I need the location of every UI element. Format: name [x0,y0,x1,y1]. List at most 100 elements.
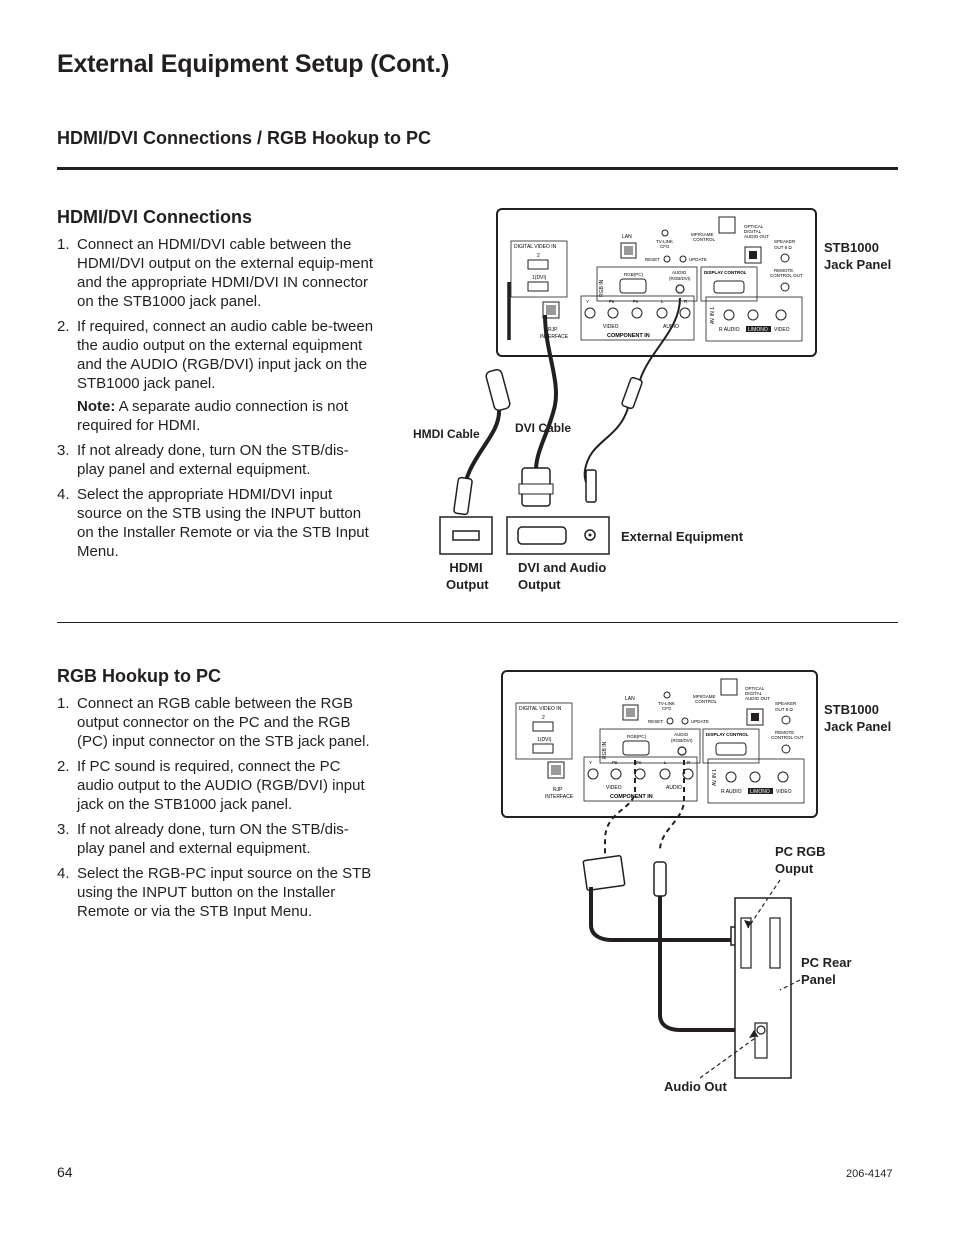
svg-text:RJP: RJP [548,327,558,333]
svg-text:VIDEO: VIDEO [776,789,792,795]
svg-text:R: R [684,299,688,304]
svg-text:Pʀ: Pʀ [636,760,642,765]
svg-text:1(DVI): 1(DVI) [537,737,552,743]
hdmi-step-2: 2.If required, connect an audio cable be… [57,318,374,434]
svg-text:R AUDIO: R AUDIO [721,789,742,795]
pc-rgb-output-label: PC RGB Ouput [775,844,826,876]
svg-text:RJP: RJP [553,787,563,793]
hdmi-step-3: 3.If not already done, turn ON the STB/d… [57,442,349,478]
svg-text:AUDIO OUT: AUDIO OUT [744,234,769,239]
stb-label-top: STB1000 Jack Panel [824,240,892,272]
svg-text:SPEAKER: SPEAKER [774,239,796,244]
svg-text:RGB(PC): RGB(PC) [624,272,644,277]
svg-text:Pʀ: Pʀ [633,299,639,304]
svg-text:2: 2 [537,253,540,259]
stb-jack-panel-bottom: DIGITAL VIDEO IN 2 1(DVI) RJP INTERFACE … [501,670,818,818]
doc-number: 206-4147 [846,1168,893,1180]
svg-text:DISPLAY CONTROL: DISPLAY CONTROL [704,270,747,275]
svg-text:Y: Y [589,760,592,765]
svg-text:OUT 8 Ω: OUT 8 Ω [774,245,792,250]
svg-text:AUDIO OUT: AUDIO OUT [745,696,770,701]
dvi-cable-label: DVI Cable [515,421,572,435]
svg-text:R: R [687,760,691,765]
svg-text:CONTROL: CONTROL [695,699,717,704]
svg-text:DIGITAL VIDEO IN: DIGITAL VIDEO IN [514,244,557,250]
svg-text:L/MONO: L/MONO [748,327,768,333]
svg-text:RGB(PC): RGB(PC) [627,734,647,739]
svg-text:DIGITAL: DIGITAL [744,229,762,234]
hdmi-cable [453,282,511,516]
section-divider [57,622,898,623]
svg-text:CFG: CFG [660,244,670,249]
arrow-heads [744,920,758,1038]
svg-text:LAN: LAN [622,234,632,240]
hdmi-section-heading: HDMI/DVI Connections [57,207,253,227]
svg-text:CONTROL OUT: CONTROL OUT [771,735,804,740]
svg-text:RESET: RESET [648,719,663,724]
page-subtitle: HDMI/DVI Connections / RGB Hookup to PC [57,128,431,148]
rgb-step-3: 3.If not already done, turn ON the STB/d… [57,821,349,857]
callout-lines [699,879,801,1079]
svg-text:RESET: RESET [645,257,660,262]
svg-text:TV-LINK: TV-LINK [658,701,675,706]
external-equipment [439,516,610,555]
svg-text:DISPLAY CONTROL: DISPLAY CONTROL [706,732,749,737]
svg-text:COMPONENT IN: COMPONENT IN [610,794,653,800]
pc-rear-panel-label: PC Rear Panel [801,955,852,987]
hdmi-note: Note: A separate audio connection is not… [77,398,348,434]
svg-text:OPTICAL: OPTICAL [744,224,764,229]
page-title: External Equipment Setup (Cont.) [57,50,450,78]
svg-text:1(DVI): 1(DVI) [532,275,547,281]
svg-text:CONTROL OUT: CONTROL OUT [770,273,803,278]
svg-text:DIGITAL: DIGITAL [745,691,763,696]
rgb-step-1: 1.Connect an RGB cable between the RGB o… [57,695,370,750]
svg-text:UPDATE: UPDATE [691,719,709,724]
svg-text:AUDIO: AUDIO [672,270,687,275]
rgb-steps: 1.Connect an RGB cable between the RGB o… [57,694,375,927]
dvi-cable [518,314,558,507]
svg-text:UPDATE: UPDATE [689,257,707,262]
svg-text:DIGITAL VIDEO IN: DIGITAL VIDEO IN [519,706,562,712]
header-rule [57,167,898,170]
svg-text:CONTROL: CONTROL [693,237,715,242]
audio-out-label: Audio Out [664,1079,727,1094]
svg-text:SPEAKER: SPEAKER [775,701,797,706]
svg-text:(RGB/DVI): (RGB/DVI) [669,276,691,281]
audio-cable-top [583,297,681,503]
hdmi-cable-label: HMDI Cable [413,427,480,441]
dvi-output-label: DVI and Audio Output [518,560,607,592]
hdmi-output-label: HDMI Output [446,560,489,592]
svg-text:VIDEO: VIDEO [603,324,619,330]
svg-text:AV IN 1: AV IN 1 [710,307,716,324]
svg-text:Pʙ: Pʙ [612,760,618,765]
svg-text:(RGB/DVI): (RGB/DVI) [671,738,693,743]
svg-text:MPI/GAME: MPI/GAME [693,694,716,699]
pc-rear-panel [734,897,792,1079]
rgb-step-2: 2.If PC sound is required, connect the P… [57,758,365,813]
svg-text:INTERFACE: INTERFACE [540,334,569,340]
svg-text:AUDIO: AUDIO [674,732,689,737]
hdmi-steps: 1.Connect an HDMI/DVI cable between the … [57,235,375,567]
svg-text:AV IN 1: AV IN 1 [712,769,718,786]
svg-text:INTERFACE: INTERFACE [545,794,574,800]
svg-text:RGB IN: RGB IN [599,279,605,297]
svg-text:OPTICAL: OPTICAL [745,686,765,691]
svg-text:2: 2 [542,715,545,721]
svg-text:CFG: CFG [662,706,672,711]
svg-text:OUT 8 Ω: OUT 8 Ω [775,707,793,712]
audio-cable-bottom [653,760,758,1032]
stb-label-bottom: STB1000 Jack Panel [824,702,892,734]
svg-text:L: L [661,299,664,304]
external-equipment-label: External Equipment [621,529,744,544]
svg-text:REMOTE: REMOTE [774,268,793,273]
hdmi-step-4: 4.Select the appropriate HDMI/DVI input … [57,486,369,560]
svg-text:Y: Y [586,299,589,304]
svg-text:Pʙ: Pʙ [609,299,615,304]
svg-text:COMPONENT IN: COMPONENT IN [607,333,650,339]
rgb-section-heading: RGB Hookup to PC [57,666,221,686]
page-number: 64 [57,1164,73,1180]
svg-text:L: L [664,760,667,765]
svg-text:R AUDIO: R AUDIO [719,327,740,333]
svg-text:TV-LINK: TV-LINK [656,239,673,244]
